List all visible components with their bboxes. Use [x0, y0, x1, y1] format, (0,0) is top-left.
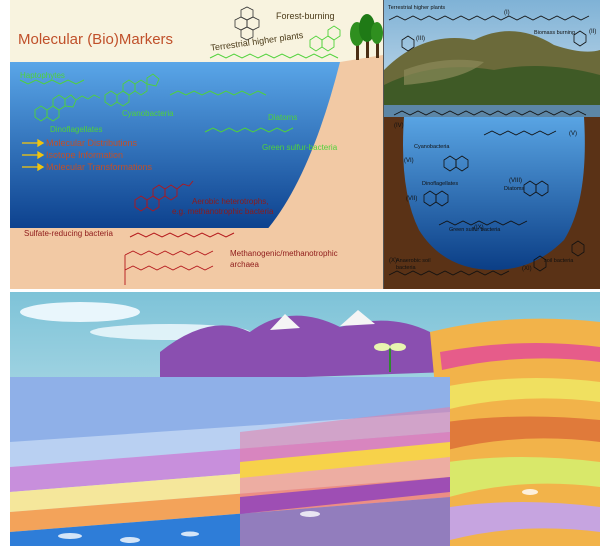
- roman-numerals: (I) (II) (III) (IV) (V) (VI) (VII) (VIII…: [389, 10, 596, 272]
- info-isotope-information: Isotope Information: [46, 150, 124, 160]
- dinosterol-molecule-icon: [34, 94, 101, 122]
- strata-painting-graphic: [10, 292, 600, 546]
- diatom-chain-icon: [169, 90, 267, 96]
- ring-molecule-icons: [401, 30, 587, 272]
- arrow-icons: [22, 138, 45, 172]
- aromatic-molecule-icon: [234, 6, 260, 41]
- geological-strata-painting: [10, 292, 600, 546]
- green-sulfur-chain-icon: [204, 127, 294, 133]
- fossil-flecks: [58, 489, 538, 543]
- plant-sprout-icon: [374, 343, 406, 372]
- biomarker-diagram-graphic: [10, 0, 383, 289]
- sulfate-reducer-chain-icon: [129, 232, 235, 238]
- trees-icon: [350, 14, 383, 60]
- plant-wax-chain-icon: [209, 53, 339, 59]
- label-forest-burning: Forest-burning: [276, 11, 335, 21]
- info-molecular-distributions: Molecular Distributions: [46, 138, 138, 148]
- label-aerobic-heterotrophs-example: e.g. methanotrophic bacteria: [172, 207, 274, 216]
- info-molecular-transformations: Molecular Transformations: [46, 162, 153, 172]
- hopane-molecule-icon: [104, 73, 160, 107]
- label-right-biomass-burning: Biomass burning: [534, 30, 575, 36]
- numeral-ix: (IX): [474, 225, 484, 231]
- label-diatoms: Diatoms: [268, 113, 298, 122]
- numeral-ii: (II): [589, 29, 596, 35]
- label-right-anaerobic-soil-2: bacteria: [396, 265, 417, 271]
- numeral-i: (I): [504, 10, 510, 16]
- numeral-viii: (VIII): [509, 178, 522, 184]
- label-sulfate-reducing-bacteria: Sulfate-reducing bacteria: [24, 229, 113, 238]
- label-methanogenic: Methanogenic/methanotrophic: [230, 249, 338, 258]
- biomarker-diagram-panel: Molecular (Bio)Markers Forest-burning Te…: [10, 0, 384, 289]
- soil-chain-icon: [388, 270, 510, 276]
- numeral-iv: (IV): [394, 123, 404, 129]
- lake-biomarker-graphic: (I) (II) (III) (IV) (V) (VI) (VII) (VIII…: [384, 0, 600, 289]
- numeral-v: (V): [569, 131, 577, 137]
- cyanobacteria-chain-icon: [393, 110, 587, 116]
- label-cyanobacteria: Cyanobacteria: [122, 109, 174, 118]
- label-dinoflagellates: Dinoflagellates: [50, 125, 103, 134]
- label-right-cyanobacteria: Cyanobacteria: [414, 144, 450, 150]
- shore-slope: [265, 55, 383, 232]
- label-archaea: archaea: [230, 260, 259, 269]
- numeral-x: (X): [389, 258, 397, 264]
- bacteriohopanepolyol-icon: [134, 180, 194, 212]
- diagram-title: Molecular (Bio)Markers: [18, 31, 174, 48]
- archaeal-lipid-icon: [124, 250, 214, 285]
- lake-surface: [384, 105, 600, 117]
- numeral-vii: (VII): [406, 196, 417, 202]
- label-right-dinoflagellates: Dinoflagellates: [422, 181, 458, 187]
- seafloor: [10, 228, 383, 289]
- chain-v-icon: [483, 130, 557, 136]
- label-right-soil-bacteria: soil bacteria: [544, 258, 574, 264]
- lake-basin: [403, 117, 585, 270]
- label-right-anaerobic-soil: Anaerobic soil: [396, 258, 431, 264]
- numeral-vi: (VI): [404, 158, 414, 164]
- label-right-diatoms: Diatoms: [504, 186, 524, 192]
- green-sulfur-chain-right-icon: [438, 220, 528, 226]
- label-green-sulfur-bacteria: Green sulfur-bacteria: [262, 143, 338, 152]
- label-haptophytes: Haptophytes: [20, 71, 65, 80]
- painted-mountains: [160, 315, 450, 382]
- plant-chain-icon: [388, 15, 590, 21]
- numeral-iii: (III): [416, 36, 425, 42]
- plant-ring-molecule-icon: [309, 25, 341, 52]
- haptophyte-chain-icon: [19, 79, 85, 85]
- fault-block: [240, 407, 450, 546]
- label-right-terrestrial: Terrestrial higher plants: [388, 5, 445, 11]
- numeral-xi: (XI): [522, 266, 532, 272]
- label-right-green-sulfur: Green sulfur bacteria: [449, 227, 501, 233]
- lake-biomarker-panel: (I) (II) (III) (IV) (V) (VI) (VII) (VIII…: [384, 0, 600, 289]
- label-aerobic-heterotrophs: Aerobic heterotrophs,: [192, 197, 269, 206]
- right-labels: Terrestrial higher plants Biomass burnin…: [388, 5, 575, 271]
